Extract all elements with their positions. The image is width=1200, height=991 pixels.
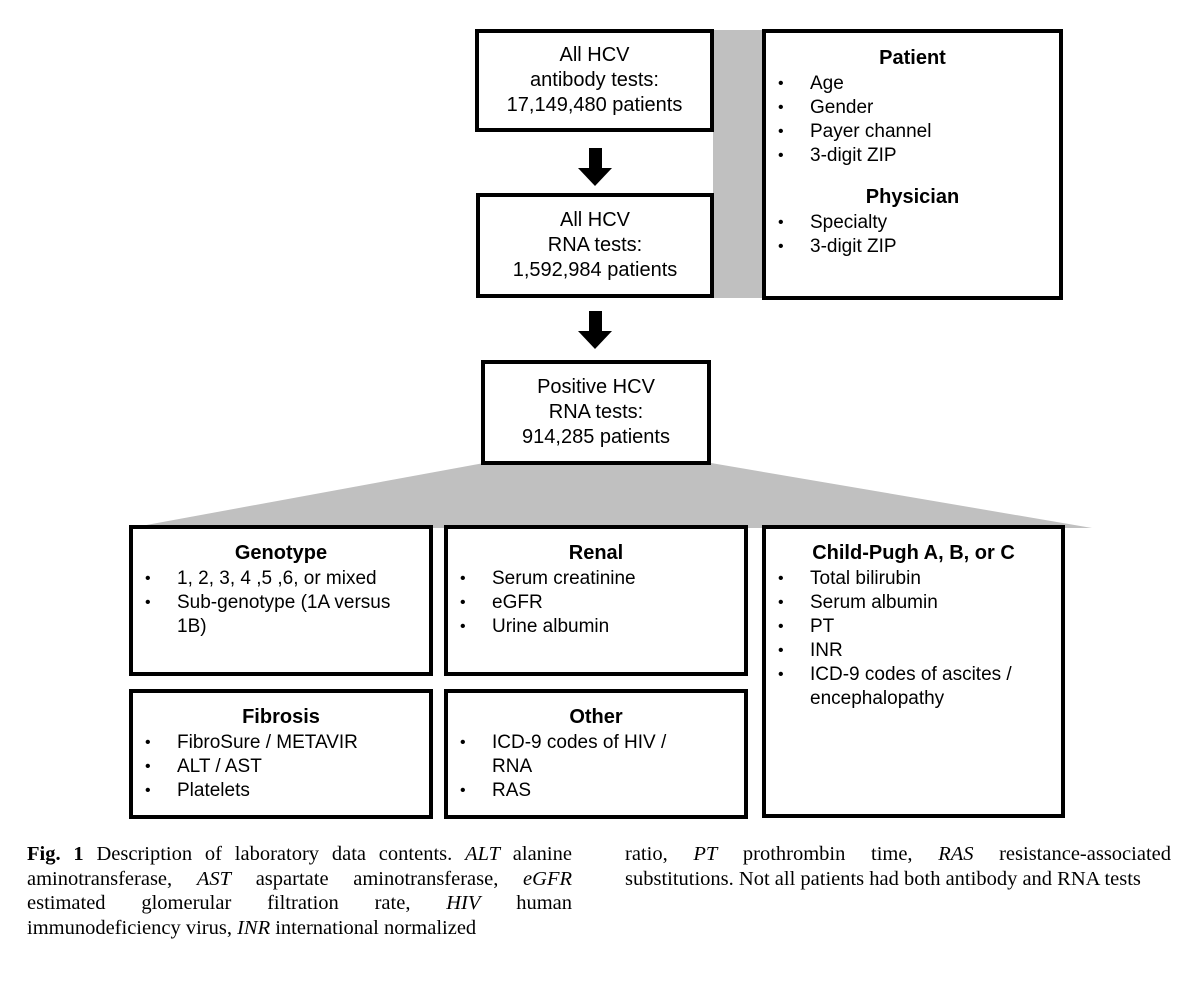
list-item: Urine albumin	[448, 615, 744, 639]
arrow-down-icon	[578, 148, 612, 186]
positive-rna-count: 914,285 patients	[522, 426, 670, 448]
figure-caption-right: ratio, PT prothrombin time, RAS resistan…	[625, 842, 1171, 891]
rna-tests-box: All HCV RNA tests: 1,592,984 patients	[476, 193, 714, 298]
caption-run: ratio,	[625, 843, 694, 865]
list-item: FibroSure / METAVIR	[133, 731, 429, 755]
genotype-box: Genotype 1, 2, 3, 4 ,5 ,6, or mixedSub-g…	[129, 525, 433, 676]
list-item: Gender	[766, 96, 1059, 120]
list-item: Serum creatinine	[448, 567, 744, 591]
caption-abbreviation: PT	[693, 843, 718, 865]
antibody-tests-box: All HCV antibody tests: 17,149,480 patie…	[475, 29, 714, 132]
list-item: Platelets	[133, 779, 429, 803]
caption-text-right: ratio, PT prothrombin time, RAS resistan…	[625, 843, 1171, 890]
antibody-tests-line: All HCV	[559, 44, 630, 66]
patient-title: Patient	[879, 47, 946, 69]
positive-rna-line: RNA tests:	[548, 401, 644, 423]
caption-run: resistance-associated substitutions. Not…	[625, 843, 1171, 890]
caption-text-left: Description of laboratory data contents.…	[27, 843, 572, 939]
list-item: 1, 2, 3, 4 ,5 ,6, or mixed	[133, 567, 393, 591]
category-funnel	[130, 463, 1092, 528]
rna-tests-line: All HCV	[559, 209, 630, 231]
list-item: 3-digit ZIP	[766, 144, 1059, 168]
patient-physician-box: Patient AgeGenderPayer channel3-digit ZI…	[762, 29, 1063, 300]
patient-list: AgeGenderPayer channel3-digit ZIP	[766, 72, 1059, 168]
caption-abbreviation: AST	[196, 867, 232, 890]
list-item: PT	[766, 615, 1056, 639]
list-item: Serum albumin	[766, 591, 1056, 615]
caption-abbreviation: HIV	[446, 892, 481, 914]
genotype-title: Genotype	[234, 542, 328, 564]
positive-rna-box: Positive HCV RNA tests: 914,285 patients	[481, 360, 711, 465]
list-item: 3-digit ZIP	[766, 235, 1059, 259]
caption-run: alanine aminotransferase,	[27, 843, 572, 890]
child-pugh-list: Total bilirubinSerum albuminPTINRICD-9 c…	[766, 567, 1056, 711]
fibrosis-box: Fibrosis FibroSure / METAVIRALT / ASTPla…	[129, 689, 433, 819]
caption-run: aspartate aminotransferase,	[231, 867, 524, 890]
list-item: Payer channel	[766, 120, 1059, 144]
genotype-list: 1, 2, 3, 4 ,5 ,6, or mixedSub-genotype (…	[133, 567, 393, 639]
caption-abbreviation: ALT	[465, 843, 500, 865]
antibody-tests-line: antibody tests:	[530, 69, 659, 91]
fibrosis-title: Fibrosis	[242, 706, 320, 728]
caption-run: human immunodeficiency virus,	[27, 892, 572, 939]
caption-abbreviation: INR	[237, 916, 271, 939]
caption-abbreviation: eGFR	[523, 867, 572, 890]
list-item: INR	[766, 639, 1056, 663]
fibrosis-list: FibroSure / METAVIRALT / ASTPlatelets	[133, 731, 429, 803]
list-item: ICD-9 codes of ascites / encephalopathy	[766, 663, 1056, 711]
renal-list: Serum creatinineeGFRUrine albumin	[448, 567, 744, 639]
caption-abbreviation: RAS	[938, 843, 974, 865]
other-box: Other ICD-9 codes of HIV / RNARAS	[444, 689, 748, 819]
other-title: Other	[569, 706, 623, 728]
list-item: Sub-genotype (1A versus 1B)	[133, 591, 393, 639]
physician-title: Physician	[865, 186, 960, 208]
antibody-tests-count: 17,149,480 patients	[506, 94, 683, 116]
list-item: Total bilirubin	[766, 567, 1056, 591]
caption-run: estimated glomerular filtration rate,	[27, 892, 447, 914]
list-item: Age	[766, 72, 1059, 96]
caption-run: prothrombin time,	[717, 843, 939, 865]
physician-list: Specialty3-digit ZIP	[766, 211, 1059, 259]
figure-label: Fig. 1	[27, 843, 84, 865]
list-item: ICD-9 codes of HIV / RNA	[448, 731, 688, 779]
figure-caption-left: Fig. 1 Description of laboratory data co…	[27, 842, 572, 940]
rna-tests-line: RNA tests:	[547, 234, 643, 256]
rna-tests-count: 1,592,984 patients	[512, 259, 678, 281]
renal-title: Renal	[568, 542, 624, 564]
list-item: ALT / AST	[133, 755, 429, 779]
positive-rna-line: Positive HCV	[537, 376, 655, 398]
other-list: ICD-9 codes of HIV / RNARAS	[448, 731, 688, 803]
caption-run: Description of laboratory data contents.	[83, 843, 466, 865]
list-item: Specialty	[766, 211, 1059, 235]
child-pugh-title: Child-Pugh A, B, or C	[812, 542, 1015, 564]
attribute-link-band	[713, 30, 764, 298]
arrow-down-icon	[578, 311, 612, 349]
child-pugh-box: Child-Pugh A, B, or C Total bilirubinSer…	[762, 525, 1065, 818]
renal-box: Renal Serum creatinineeGFRUrine albumin	[444, 525, 748, 676]
caption-run: international normalized	[270, 916, 477, 939]
list-item: eGFR	[448, 591, 744, 615]
list-item: RAS	[448, 779, 688, 803]
